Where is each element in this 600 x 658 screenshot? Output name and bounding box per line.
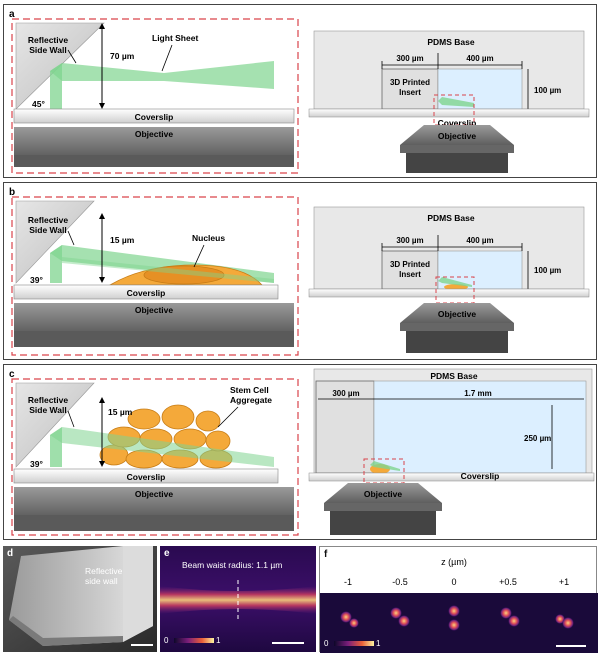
pdms-label: PDMS Base xyxy=(427,213,475,223)
angle-label: 39° xyxy=(30,459,43,469)
coverslip xyxy=(13,108,295,124)
panel-d-letter: d xyxy=(7,548,14,559)
coverslip-label: Coverslip xyxy=(127,472,166,482)
angle-label: 39° xyxy=(30,275,43,285)
angle-label: 45° xyxy=(32,99,45,109)
reflective-wall xyxy=(15,200,95,284)
colorbar-max: 1 xyxy=(376,639,381,648)
psf-spot-2 xyxy=(390,607,410,627)
light-sheet xyxy=(50,61,274,89)
beam-title: Beam waist radius: 1.1 µm xyxy=(182,560,283,570)
psf-spot-4 xyxy=(500,607,520,627)
width-left-label: 300 µm xyxy=(396,236,423,245)
sem-label-2: side wall xyxy=(85,576,118,586)
width-right-label: 400 µm xyxy=(466,54,493,63)
width-left-label: 300 µm xyxy=(396,54,423,63)
wall-label-2: Side Wall xyxy=(29,225,66,235)
reflective-wall xyxy=(15,382,95,468)
pdms-label: PDMS Base xyxy=(427,37,475,47)
panel-f: -1 -0.5 0 +0.5 +1 z (µm) f 0 1 xyxy=(319,546,598,653)
zoom-frame xyxy=(11,196,299,356)
printed-insert xyxy=(315,380,375,474)
objective-label: Objective xyxy=(135,489,174,499)
panel-b-letter: b xyxy=(9,187,15,198)
psf-spot-3 xyxy=(448,605,460,631)
width-right-label: 1.7 mm xyxy=(464,389,492,398)
colorbar xyxy=(334,641,374,646)
height-label: 15 µm xyxy=(110,235,135,245)
z-axis-label: z (µm) xyxy=(441,557,467,567)
depth-label: 100 µm xyxy=(534,86,561,95)
width-left-label: 300 µm xyxy=(332,389,359,398)
colorbar-min: 0 xyxy=(164,636,169,645)
panel-f-letter: f xyxy=(324,549,328,560)
z-label-3: 0 xyxy=(451,577,456,587)
height-label: 15 µm xyxy=(108,407,133,417)
zoom-frame xyxy=(11,18,299,174)
colorbar-max: 1 xyxy=(216,636,221,645)
printed-insert xyxy=(381,250,439,290)
objective xyxy=(14,127,294,157)
coverslip-label: Coverslip xyxy=(135,112,174,122)
z-label-1: -1 xyxy=(344,577,352,587)
objective-right-label: Objective xyxy=(364,489,403,499)
psf-images: -1 -0.5 0 +0.5 +1 z (µm) xyxy=(320,557,598,653)
panel-c-figure: c Coverslip Objective Reflective Side Wa… xyxy=(9,368,595,536)
panel-b-figure: b Coverslip Objective Reflective Side Wa… xyxy=(9,187,590,356)
depth-label: 250 µm xyxy=(524,434,551,443)
wall-label-1: Reflective xyxy=(28,35,68,45)
objective-right-label: Objective xyxy=(438,309,477,319)
aggregate-label-2: Aggregate xyxy=(230,395,272,405)
light-sheet-label: Light Sheet xyxy=(152,33,198,43)
wall-label-2: Side Wall xyxy=(29,405,66,415)
nucleus xyxy=(143,265,225,285)
height-label: 70 µm xyxy=(110,51,135,61)
colorbar-min: 0 xyxy=(324,639,329,648)
insert-label-1: 3D Printed xyxy=(390,260,430,269)
psf-spot-5 xyxy=(555,614,574,629)
panel-a-letter: a xyxy=(9,9,15,20)
z-label-5: +1 xyxy=(559,577,569,587)
colorbar xyxy=(174,638,214,643)
panel-a-figure: a Coverslip Objective Reflective Side Wa… xyxy=(9,9,590,174)
objective-label: Objective xyxy=(135,129,174,139)
coverslip-right-label: Coverslip xyxy=(438,118,477,128)
zoom-frame xyxy=(11,378,299,536)
objective-right-label: Objective xyxy=(438,131,477,141)
insert-label-2: Insert xyxy=(399,88,421,97)
sem-image xyxy=(3,546,157,652)
zoom-box xyxy=(435,276,475,304)
coverslip xyxy=(13,284,279,300)
width-right-label: 400 µm xyxy=(466,236,493,245)
objective xyxy=(14,487,294,517)
pdms-label: PDMS Base xyxy=(430,371,478,381)
panel-e-letter: e xyxy=(164,548,170,559)
coverslip-label: Coverslip xyxy=(127,288,166,298)
psf-spot-1 xyxy=(340,611,359,628)
wall-label-2: Side Wall xyxy=(29,45,66,55)
z-label-4: +0.5 xyxy=(499,577,517,587)
coverslip-right-label: Coverslip xyxy=(461,471,500,481)
objective-label: Objective xyxy=(135,305,174,315)
light-sheet xyxy=(50,427,274,467)
channel xyxy=(373,380,587,474)
coverslip xyxy=(13,468,279,484)
aggregate-label-1: Stem Cell xyxy=(230,385,269,395)
objective xyxy=(14,303,294,333)
depth-label: 100 µm xyxy=(534,266,561,275)
panel-c: c Coverslip Objective Reflective Side Wa… xyxy=(3,364,597,540)
insert-label-1: 3D Printed xyxy=(390,78,430,87)
panel-d: d Reflective side wall xyxy=(3,546,157,652)
panel-e: e Beam waist radius: 1.1 µm 0 1 xyxy=(160,546,316,652)
panel-b: b Coverslip Objective Reflective Side Wa… xyxy=(3,182,597,360)
beam-profile-image xyxy=(160,546,316,652)
wall-label-1: Reflective xyxy=(28,395,68,405)
insert-label-2: Insert xyxy=(399,270,421,279)
panel-c-letter: c xyxy=(9,369,15,380)
sem-label-1: Reflective xyxy=(85,566,123,576)
panel-a: a Coverslip Objective Reflective Side Wa… xyxy=(3,4,597,178)
nucleus-label: Nucleus xyxy=(192,233,225,243)
z-label-2: -0.5 xyxy=(392,577,408,587)
wall-label-1: Reflective xyxy=(28,215,68,225)
